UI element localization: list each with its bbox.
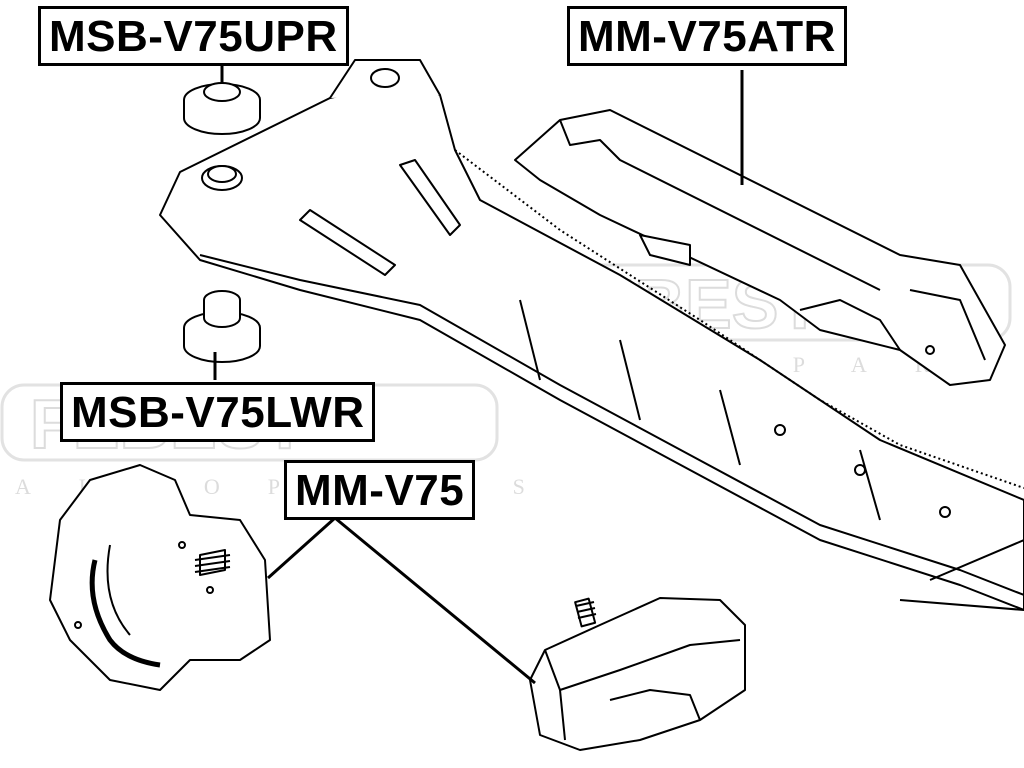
label-mm-v75atr: MM-V75ATR <box>567 6 847 66</box>
label-msb-v75lwr: MSB-V75LWR <box>60 382 376 442</box>
atr-mount-part <box>514 109 1006 386</box>
engine-mount-part <box>49 464 271 691</box>
leader-mm-v75-left <box>266 516 337 580</box>
label-msb-v75upr: MSB-V75UPR <box>38 6 349 66</box>
lower-bushing-part <box>183 290 261 363</box>
upper-bushing-part <box>183 82 261 135</box>
crossmember <box>159 59 1024 611</box>
label-mm-v75: MM-V75 <box>284 460 476 520</box>
leader-mm-v75-right <box>334 516 536 685</box>
mm-mount-part <box>529 597 746 751</box>
leader-lines <box>213 66 744 685</box>
